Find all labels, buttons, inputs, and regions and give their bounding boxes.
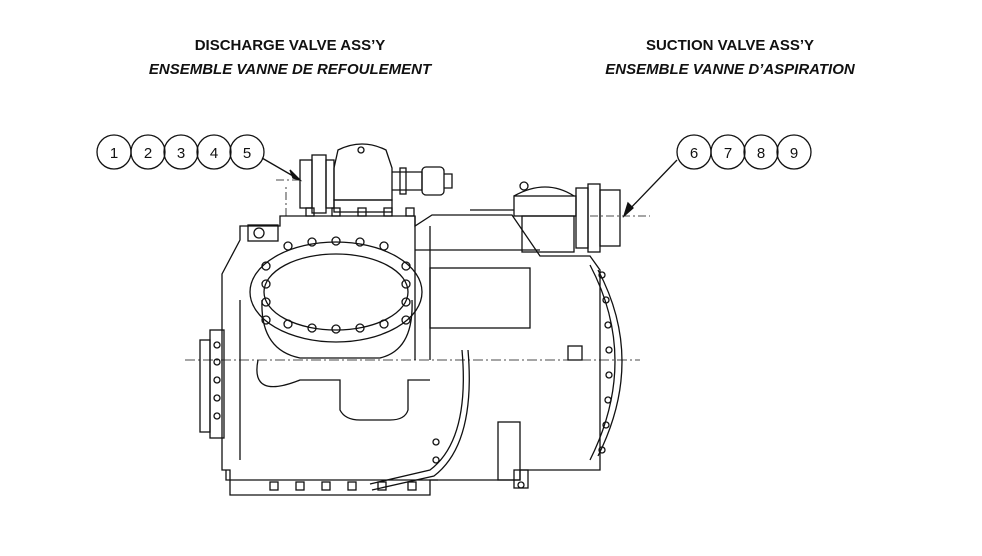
- head-bolts: [261, 236, 411, 334]
- motor-end-cover: [567, 264, 623, 461]
- cylinder-head-cover: [249, 236, 423, 359]
- suction-heading-french: ENSEMBLE VANNE D’ASPIRATION: [605, 61, 855, 78]
- discharge-arrowhead: [289, 169, 303, 182]
- suction-valve-assembly: [470, 181, 621, 253]
- centerlines: [185, 179, 650, 361]
- callout-4: 4: [196, 134, 232, 170]
- discharge-heading-french: ENSEMBLE VANNE DE REFOULEMENT: [148, 61, 432, 78]
- callout-7: 7: [710, 134, 746, 170]
- callout-4-label: 4: [210, 145, 218, 162]
- suction-valve-heading: SUCTION VALVE ASS’Y ENSEMBLE VANNE D’ASP…: [520, 34, 940, 82]
- compressor-top-housing: [221, 214, 601, 496]
- base-bolts: [269, 481, 417, 491]
- callout-7-label: 7: [724, 145, 732, 162]
- callout-3-label: 3: [177, 145, 185, 162]
- callout-1-label: 1: [110, 145, 118, 162]
- callout-8-label: 8: [757, 145, 765, 162]
- discharge-valve-assembly: [299, 143, 453, 217]
- callout-6-label: 6: [690, 145, 698, 162]
- suction-heading-english: SUCTION VALVE ASS’Y: [645, 37, 815, 54]
- callout-5: 5: [229, 134, 265, 170]
- callout-2-label: 2: [144, 145, 152, 162]
- callout-9-label: 9: [790, 145, 798, 162]
- callout-6: 6: [676, 134, 712, 170]
- callout-2: 2: [130, 134, 166, 170]
- crankcase-body: [199, 300, 529, 491]
- callout-9: 9: [776, 134, 812, 170]
- callout-3: 3: [163, 134, 199, 170]
- callout-1: 1: [96, 134, 132, 170]
- suction-leader-arrow: [625, 159, 678, 214]
- discharge-callouts: 1 2 3 4 5: [96, 134, 303, 182]
- discharge-valve-heading: DISCHARGE VALVE ASS’Y ENSEMBLE VANNE DE …: [70, 34, 510, 82]
- suction-callouts: 6 7 8 9: [622, 134, 812, 219]
- callout-5-label: 5: [243, 145, 251, 162]
- callout-8: 8: [743, 134, 779, 170]
- discharge-heading-english: DISCHARGE VALVE ASS’Y: [194, 37, 386, 54]
- suction-arrowhead: [622, 201, 634, 219]
